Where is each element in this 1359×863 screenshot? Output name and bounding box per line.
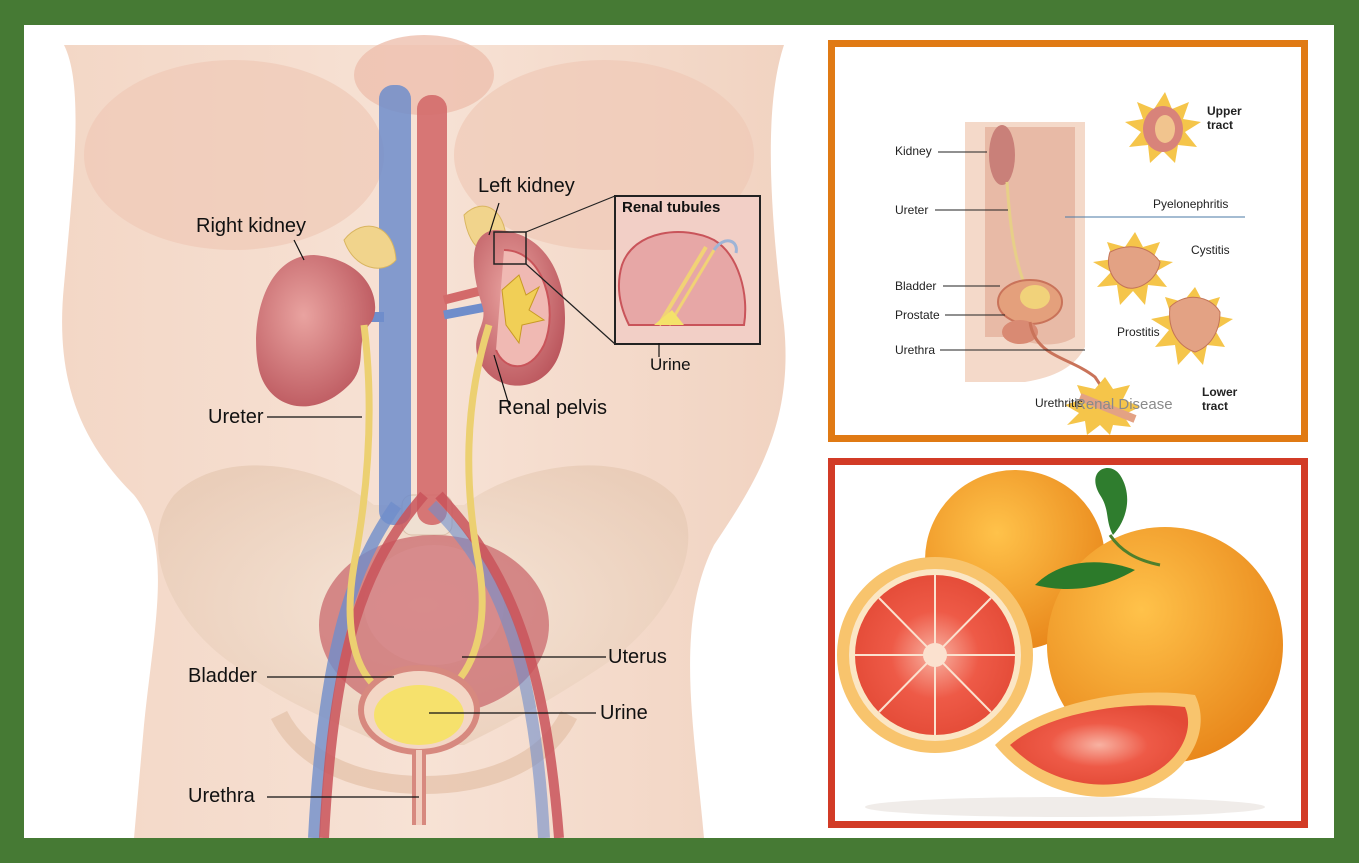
ureter-left [451, 323, 493, 688]
label-uti-bladder: Bladder [895, 279, 937, 293]
grapefruit-photo-panel [828, 458, 1308, 828]
label-urine-top: Urine [650, 355, 691, 374]
label-urine-bottom: Urine [600, 702, 648, 724]
label-ureter: Ureter [208, 406, 264, 428]
label-urethritis: Urethritis [1035, 396, 1084, 410]
uti-diagram-panel: Kidney Ureter Bladder Prostate Urethra U… [828, 40, 1308, 442]
label-upper-tract: Upper tract [1207, 104, 1242, 132]
label-lower-tract: Lower tract [1202, 385, 1238, 413]
label-uti-ureter: Ureter [895, 203, 929, 217]
grapefruit-drawing [837, 467, 1283, 817]
label-pyelonephritis: Pyelonephritis [1153, 197, 1229, 211]
label-bladder: Bladder [188, 665, 257, 687]
label-renal-pelvis: Renal pelvis [498, 397, 607, 419]
label-prostate: Prostate [895, 308, 940, 322]
label-cystitis: Cystitis [1191, 243, 1230, 257]
label-left-kidney: Left kidney [478, 175, 575, 197]
label-kidney: Kidney [895, 144, 932, 158]
watermark-renal-disease: Renal Disease [1075, 396, 1173, 413]
uti-drawing [935, 92, 1245, 435]
label-uterus: Uterus [608, 646, 667, 668]
label-prostitis: Prostitis [1117, 325, 1160, 339]
label-right-kidney: Right kidney [196, 215, 307, 237]
ureter-right [346, 324, 377, 688]
anatomy-drawing [62, 35, 786, 838]
right-kidney [256, 255, 376, 407]
urinary-anatomy-illustration: Left kidney Right kidney Renal tubules U… [24, 25, 814, 838]
label-uti-urethra: Urethra [895, 343, 936, 357]
label-urethra: Urethra [188, 785, 255, 807]
content-area: Left kidney Right kidney Renal tubules U… [24, 25, 1334, 838]
label-renal-tubules: Renal tubules [622, 199, 721, 216]
